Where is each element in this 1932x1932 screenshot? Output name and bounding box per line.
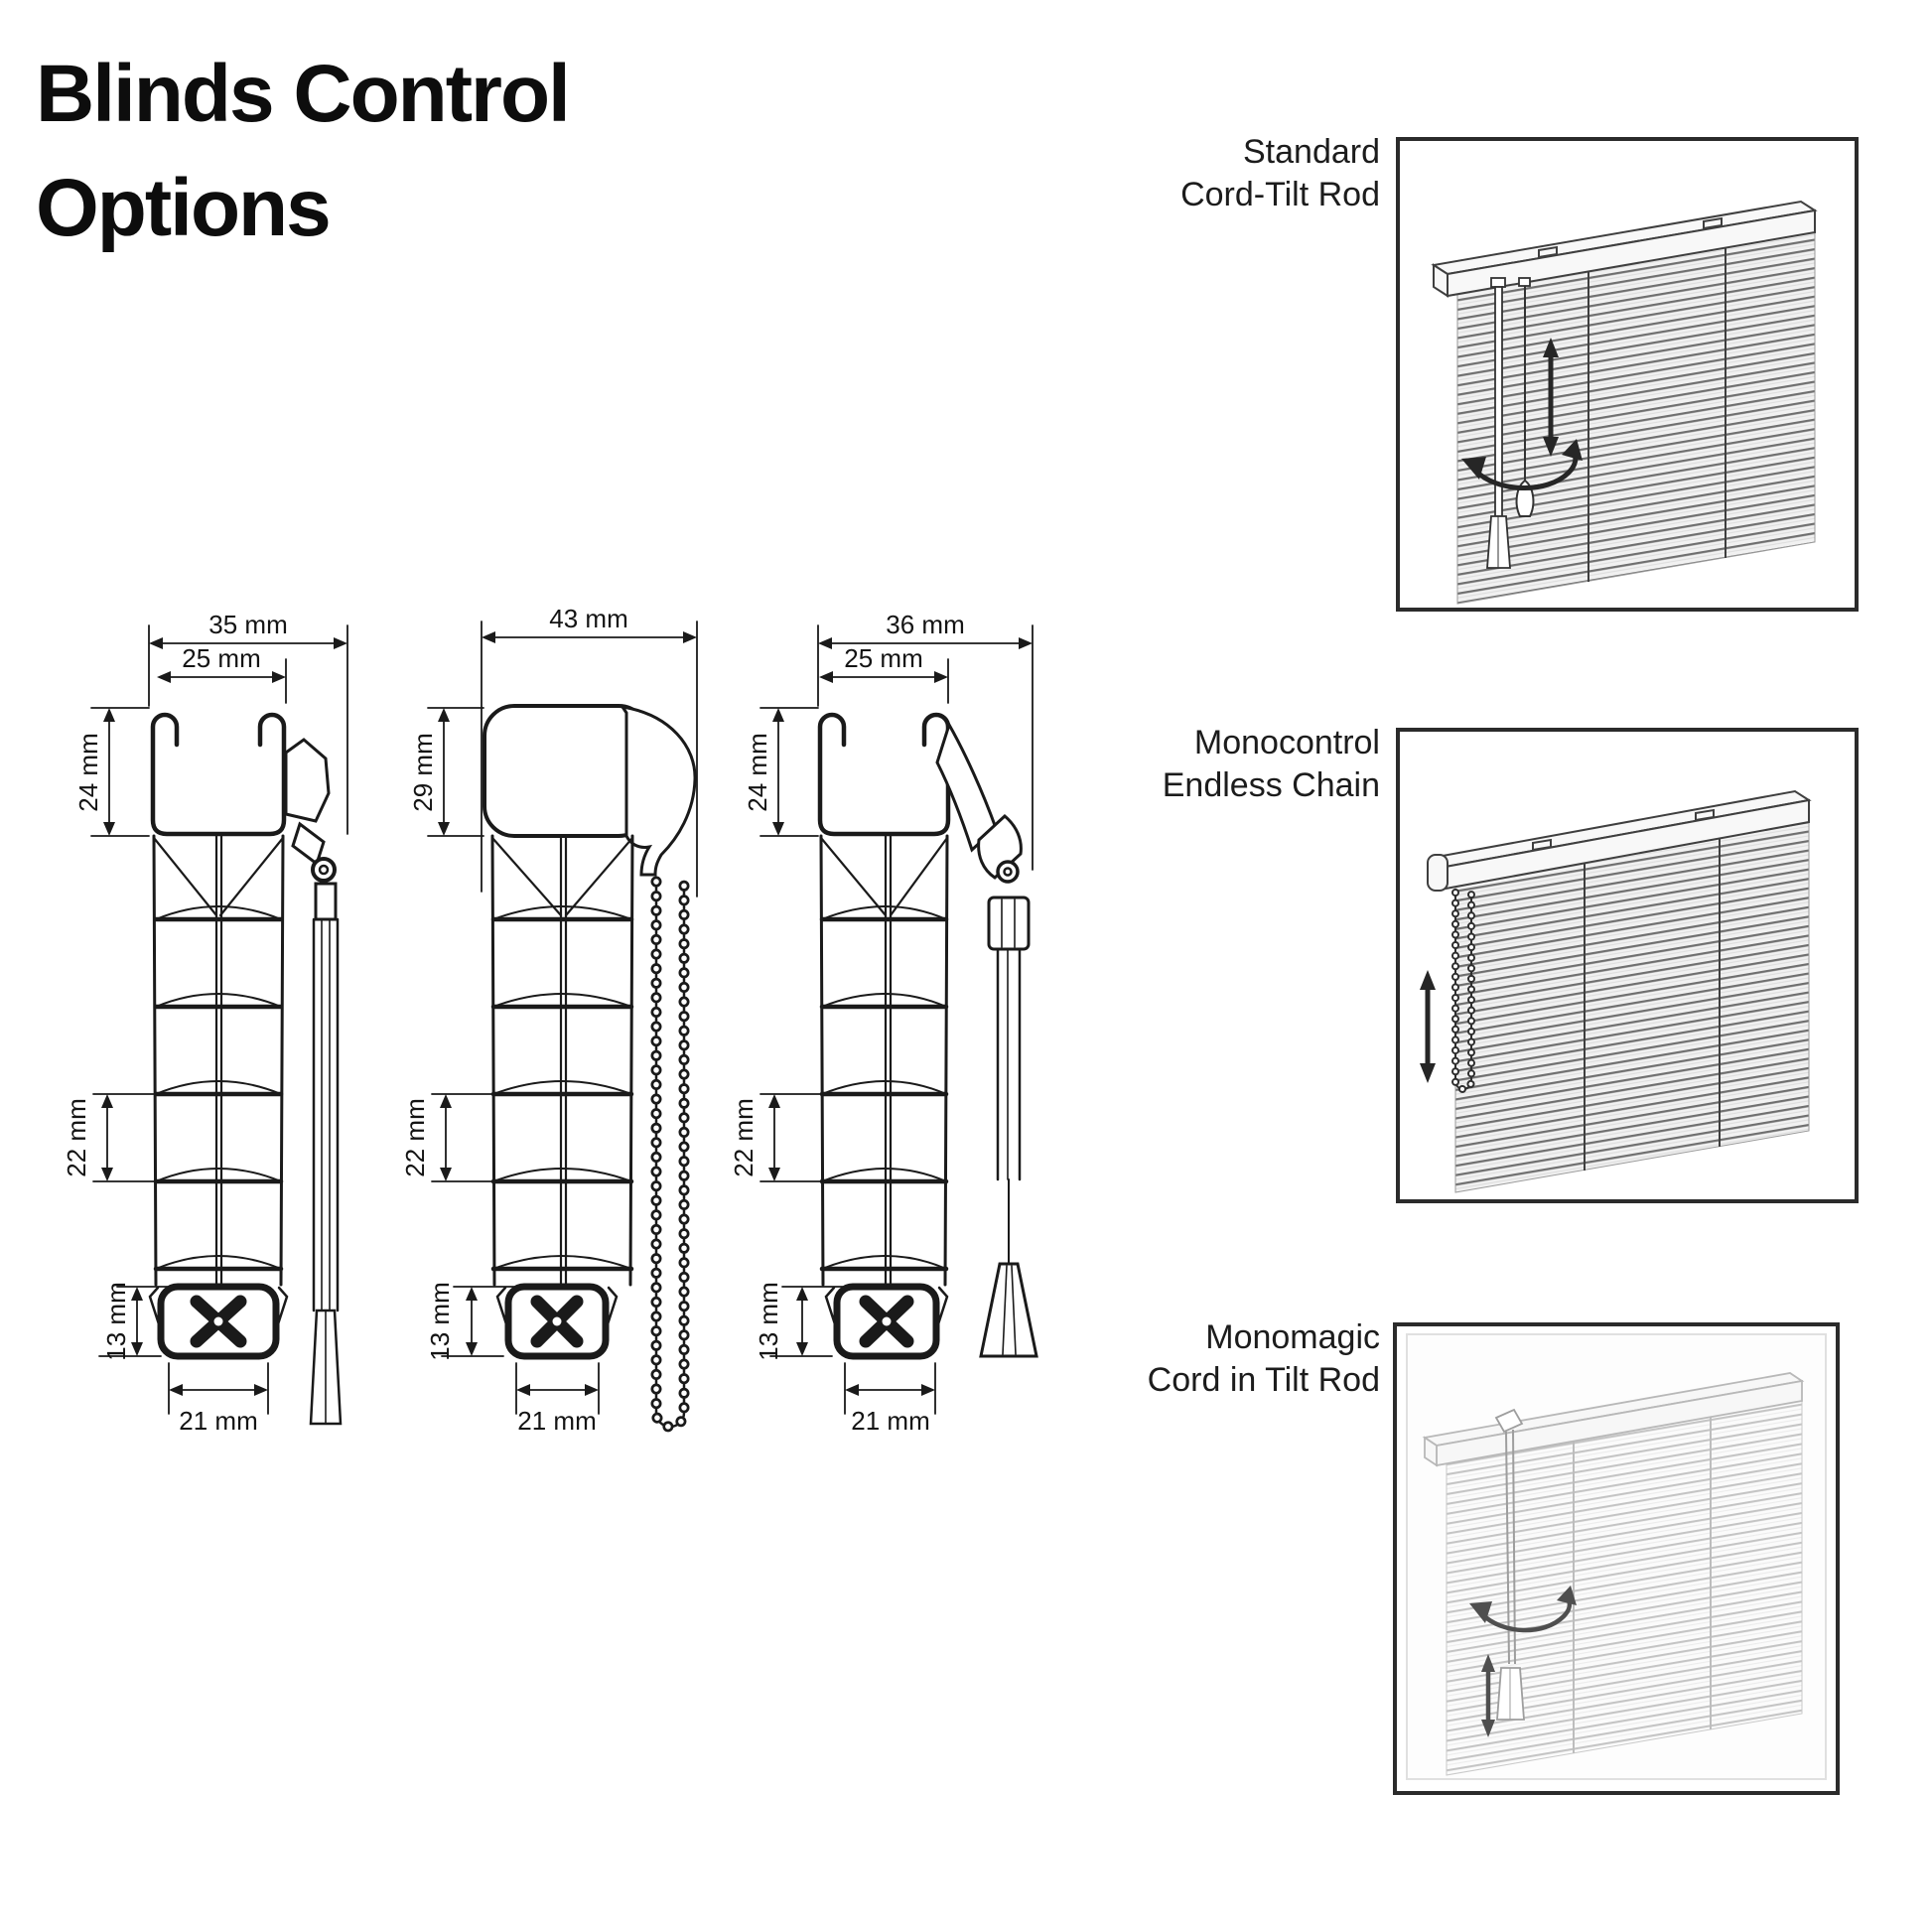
blinds-perspective-drawing bbox=[1406, 1333, 1827, 1780]
up-down-arrow-icon bbox=[1420, 970, 1436, 1083]
option-label-line1: Standard bbox=[1243, 133, 1380, 171]
dimension-22mm: 22 mm bbox=[62, 1093, 157, 1182]
tilt-wand-joint bbox=[935, 721, 1038, 1358]
option-label-monomagic: Monomagic Cord in Tilt Rod bbox=[1023, 1316, 1380, 1402]
dim-label: 22 mm bbox=[729, 1098, 759, 1176]
option-label-monocontrol: Monocontrol Endless Chain bbox=[1023, 722, 1380, 807]
dim-label: 24 mm bbox=[743, 733, 772, 811]
dimension-13mm: 13 mm bbox=[754, 1282, 871, 1361]
option-label-standard: Standard Cord-Tilt Rod bbox=[1023, 131, 1380, 216]
dim-label: 13 mm bbox=[754, 1282, 783, 1360]
dimension-13mm: 13 mm bbox=[425, 1282, 542, 1361]
dim-label: 35 mm bbox=[208, 610, 287, 639]
illustration-standard-cord-tilt-rod bbox=[1396, 137, 1859, 612]
dimension-21mm: 21 mm bbox=[515, 1362, 600, 1436]
option-label-line2: Cord in Tilt Rod bbox=[1147, 1360, 1380, 1399]
option-label-line1: Monomagic bbox=[1205, 1318, 1380, 1356]
dimension-24mm: 24 mm bbox=[73, 707, 150, 837]
slat-ladder bbox=[152, 834, 285, 1293]
headrail bbox=[1422, 1372, 1805, 1467]
blinds-perspective-drawing bbox=[1420, 789, 1812, 1193]
dimension-36mm: 36 mm bbox=[817, 610, 1034, 871]
profile-diagram-standard: 35 mm 25 mm 24 mm bbox=[62, 610, 348, 1436]
endless-chain bbox=[650, 876, 690, 1433]
dim-label: 22 mm bbox=[400, 1098, 430, 1176]
tilt-cord-wand bbox=[284, 738, 343, 1426]
dim-label: 24 mm bbox=[73, 733, 103, 811]
dimension-43mm: 43 mm bbox=[481, 604, 698, 897]
dim-label: 36 mm bbox=[886, 610, 964, 639]
headrail bbox=[1427, 789, 1812, 892]
tilt-rod bbox=[1486, 277, 1511, 569]
blinds-perspective-drawing bbox=[1431, 200, 1818, 605]
option-label-line1: Monocontrol bbox=[1193, 724, 1380, 761]
dimension-29mm: 29 mm bbox=[408, 707, 484, 837]
rotate-arrow-icon bbox=[1461, 439, 1583, 490]
dim-label: 13 mm bbox=[101, 1282, 131, 1360]
page-title: Blinds Control Options bbox=[36, 38, 571, 266]
headrail-channel bbox=[150, 712, 287, 837]
option-label-line2: Endless Chain bbox=[1162, 765, 1380, 804]
dim-label: 25 mm bbox=[844, 643, 922, 673]
dimension-25mm: 25 mm bbox=[157, 643, 287, 704]
dim-label: 21 mm bbox=[179, 1406, 257, 1436]
dimension-21mm: 21 mm bbox=[844, 1362, 936, 1436]
slat-ladder bbox=[490, 834, 634, 1293]
option-label-line2: Cord-Tilt Rod bbox=[1180, 175, 1380, 213]
bottom-rail bbox=[495, 1283, 619, 1360]
illustration-monocontrol-endless-chain bbox=[1396, 728, 1859, 1203]
headrail-channel bbox=[817, 712, 951, 837]
dim-label: 25 mm bbox=[182, 643, 260, 673]
dimension-25mm: 25 mm bbox=[819, 643, 949, 704]
dimension-13mm: 13 mm bbox=[98, 1282, 200, 1361]
dim-label: 29 mm bbox=[408, 733, 438, 811]
bottom-rail bbox=[148, 1283, 289, 1360]
profile-diagram-monocontrol: 43 mm 29 mm bbox=[400, 604, 698, 1436]
dim-label: 21 mm bbox=[851, 1406, 929, 1436]
dim-label: 21 mm bbox=[517, 1406, 596, 1436]
page-title-line1: Blinds Control bbox=[36, 49, 571, 139]
tilt-wand bbox=[1494, 1408, 1525, 1721]
page-title-line2: Options bbox=[36, 162, 332, 253]
up-down-arrow-icon bbox=[1481, 1654, 1495, 1737]
dim-label: 22 mm bbox=[62, 1098, 91, 1176]
dimension-22mm: 22 mm bbox=[729, 1093, 823, 1182]
endless-chain bbox=[1451, 889, 1475, 1093]
dimension-21mm: 21 mm bbox=[168, 1362, 269, 1436]
dim-label: 13 mm bbox=[425, 1282, 455, 1360]
profile-diagram-monomagic: 36 mm 25 mm 24 mm bbox=[729, 610, 1038, 1436]
up-down-arrow-icon bbox=[1543, 338, 1559, 457]
slat-ladder bbox=[819, 834, 949, 1293]
dimension-22mm: 22 mm bbox=[400, 1093, 494, 1182]
dimension-24mm: 24 mm bbox=[743, 707, 819, 837]
bottom-rail bbox=[824, 1283, 949, 1360]
dim-label: 43 mm bbox=[549, 604, 627, 633]
illustration-monomagic-cord-in-tilt-rod bbox=[1393, 1322, 1840, 1795]
headrail bbox=[1431, 200, 1818, 298]
headrail-cassette bbox=[483, 704, 697, 877]
rotate-arrow-icon bbox=[1469, 1586, 1577, 1633]
dimension-35mm: 35 mm bbox=[148, 610, 348, 835]
